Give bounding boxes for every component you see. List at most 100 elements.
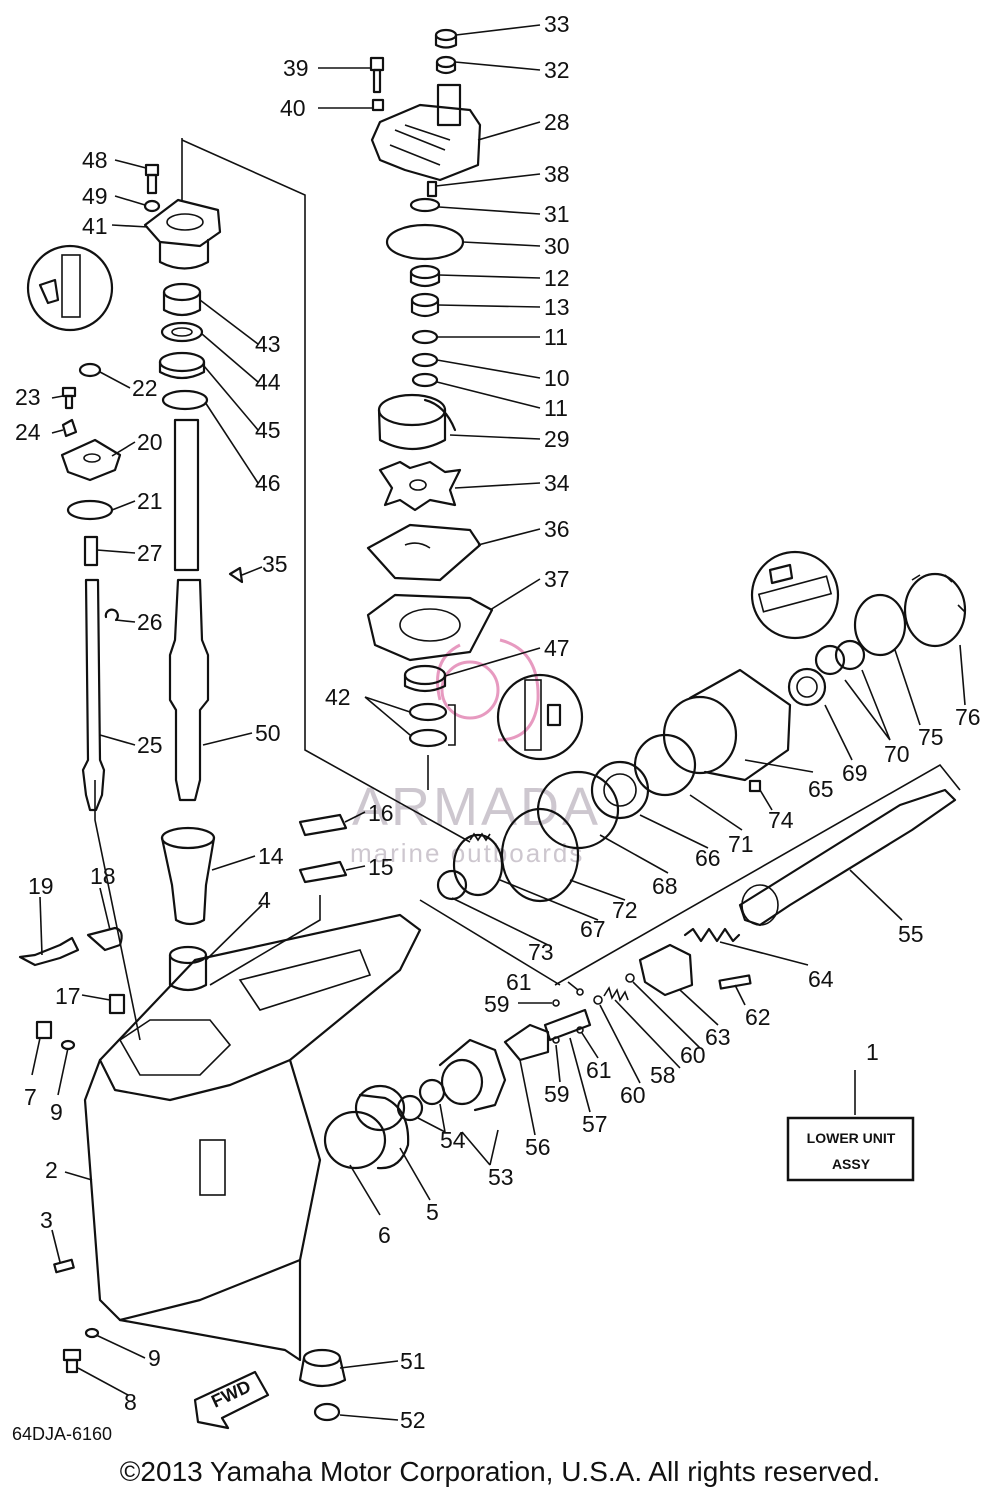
copyright-notice: ©2013 Yamaha Motor Corporation, U.S.A. A… (119, 1456, 881, 1487)
callout-47: 47 (544, 635, 570, 661)
callout-60-lower: 60 (620, 1082, 646, 1108)
part-spring-58 (603, 986, 629, 1002)
part-ball-59-lower (552, 1036, 560, 1044)
part-seal-70 (814, 639, 866, 676)
callout-63: 63 (705, 1024, 731, 1050)
callout-25: 25 (137, 732, 163, 758)
part-screw-19 (18, 936, 80, 967)
callout-62: 62 (745, 1004, 771, 1030)
part-bearing-43 (162, 282, 202, 317)
part-bearing-68 (536, 770, 620, 850)
callout-24: 24 (15, 419, 41, 445)
callout-18: 18 (90, 863, 116, 889)
callout-15: 15 (368, 854, 394, 880)
part-pump-housing-28 (370, 83, 482, 182)
part-pin-3 (53, 1258, 75, 1274)
part-gasket-30 (385, 223, 465, 261)
part-ball-60 (593, 973, 635, 1005)
callout-74: 74 (768, 807, 794, 833)
assembly-box-line1: LOWER UNIT (807, 1130, 896, 1146)
callout-70: 70 (884, 741, 910, 767)
part-lower-case-2 (83, 913, 422, 1362)
callout-19: 19 (28, 873, 54, 899)
callout-60-upper: 60 (680, 1042, 706, 1068)
callout-31: 31 (544, 201, 570, 227)
fwd-arrow-icon: FWD (193, 1370, 270, 1430)
callout-55: 55 (898, 921, 924, 947)
part-o-ring-31 (409, 197, 441, 213)
part-shim-6 (323, 1110, 387, 1170)
part-seals-42 (408, 702, 456, 748)
part-seal-10 (411, 352, 439, 368)
part-seal-27 (83, 535, 99, 567)
callout-22: 22 (132, 375, 158, 401)
part-collar-33 (434, 28, 458, 49)
callout-51: 51 (400, 1348, 426, 1374)
callout-9-upper: 9 (50, 1099, 63, 1125)
part-shift-rod-25 (81, 578, 106, 812)
part-ring-nut-76 (903, 572, 967, 648)
part-bolt-39 (369, 56, 385, 94)
callout-42: 42 (325, 684, 351, 710)
part-spring-64 (683, 927, 741, 943)
callout-37: 37 (544, 566, 570, 592)
callout-13: 13 (544, 294, 570, 320)
callout-30: 30 (544, 233, 570, 259)
watermark-logo-icon (436, 638, 540, 742)
callout-3: 3 (40, 1207, 53, 1233)
part-plug-8 (62, 1348, 82, 1374)
callout-5: 5 (426, 1199, 439, 1225)
callout-10: 10 (544, 365, 570, 391)
callout-23: 23 (15, 384, 41, 410)
leader-lines (31, 24, 966, 1421)
part-insert-47 (403, 664, 447, 693)
callout-32: 32 (544, 57, 570, 83)
callout-52: 52 (400, 1407, 426, 1433)
callout-50: 50 (255, 720, 281, 746)
part-bearing-69 (787, 667, 827, 707)
callout-17: 17 (55, 983, 81, 1009)
part-shim-72 (500, 807, 580, 903)
part-plate-36 (366, 523, 482, 582)
assembly-box-line2: ASSY (832, 1156, 871, 1172)
part-screw-23 (61, 386, 77, 410)
part-clutch-63 (638, 943, 694, 997)
callout-21: 21 (137, 488, 163, 514)
part-pinion-51 (298, 1348, 347, 1388)
part-plug-7 (35, 1020, 53, 1040)
callout-40: 40 (280, 95, 306, 121)
callout-28: 28 (544, 109, 570, 135)
part-o-ring-21 (66, 499, 114, 521)
callout-68: 68 (652, 873, 678, 899)
part-ball-59-upper (552, 999, 560, 1007)
callout-49: 49 (82, 183, 108, 209)
part-bolt-48 (144, 163, 160, 195)
callout-67: 67 (580, 916, 606, 942)
callout-59-upper: 59 (484, 991, 510, 1017)
callout-29: 29 (544, 426, 570, 452)
callout-61-lower: 61 (586, 1057, 612, 1083)
callout-43: 43 (255, 331, 281, 357)
callout-46: 46 (255, 470, 281, 496)
callout-38: 38 (544, 161, 570, 187)
part-bushing-22 (78, 362, 102, 378)
callout-61-upper: 61 (506, 969, 532, 995)
part-key-74 (748, 779, 762, 793)
part-impeller-housing-29 (377, 393, 457, 450)
part-washer-75 (853, 593, 907, 657)
part-circlip-26 (104, 608, 119, 622)
part-shim-73 (436, 869, 468, 901)
part-seal-11-lower (411, 372, 439, 388)
callout-2: 2 (45, 1157, 58, 1183)
part-bearing-54 (396, 1078, 446, 1122)
callout-64: 64 (808, 966, 834, 992)
callout-14: 14 (258, 843, 284, 869)
part-seal-44 (160, 321, 204, 343)
callout-66: 66 (695, 845, 721, 871)
part-shift-plunger-57 (543, 1008, 592, 1042)
callout-75: 75 (918, 724, 944, 750)
watermark-brand: ARMADA (352, 777, 601, 837)
callout-44: 44 (255, 369, 281, 395)
part-dog-clutch-56 (503, 1023, 550, 1062)
